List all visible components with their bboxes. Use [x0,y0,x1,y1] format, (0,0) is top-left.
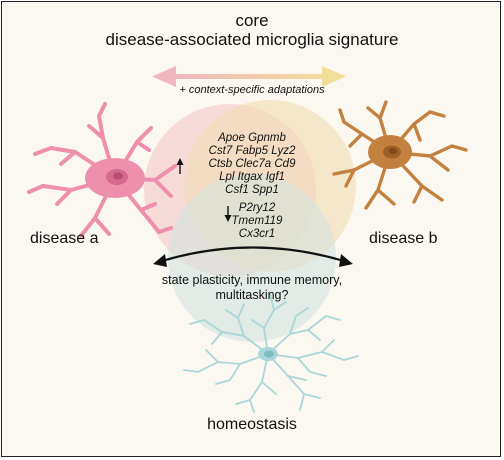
double-arrow-icon [153,246,353,267]
title-line-2: disease-associated microglia signature [105,30,399,49]
plasticity-line-2: multitasking? [215,288,289,302]
microglia-cell-icon [332,100,468,210]
top-double-arrow-icon [152,66,346,87]
label-disease-a: disease a [30,230,99,247]
genes-down-row-3: Cx3cr1 [238,228,276,240]
microglia-cell-icon [183,293,359,413]
label-homeostasis: homeostasis [207,416,297,433]
arrow-down-icon [224,206,232,222]
homeostasis-circle [168,174,336,342]
subtitle: + context-specific adaptations [179,84,325,96]
genes-down-row-2: Tmem119 [231,215,283,227]
genes-up-row-4: Lpl Itgax Igf1 [219,171,285,183]
plasticity-line-1: state plasticity, immune memory, [161,273,343,287]
title-line-1: core [235,11,269,30]
venn-diagram [144,100,356,342]
label-disease-b: disease b [369,230,438,247]
arrow-up-icon [176,158,184,174]
genes-down-row-1: P2ry12 [238,202,276,214]
genes-up-row-1: Apoe Gpnmb [218,132,286,144]
genes-up-row-2: Cst7 Fabp5 Lyz2 [208,145,296,157]
genes-up-row-5: Csf1 Spp1 [225,184,279,196]
microglia-cell-icon [27,102,177,238]
genes-up-row-3: Ctsb Clec7a Cd9 [208,158,296,170]
